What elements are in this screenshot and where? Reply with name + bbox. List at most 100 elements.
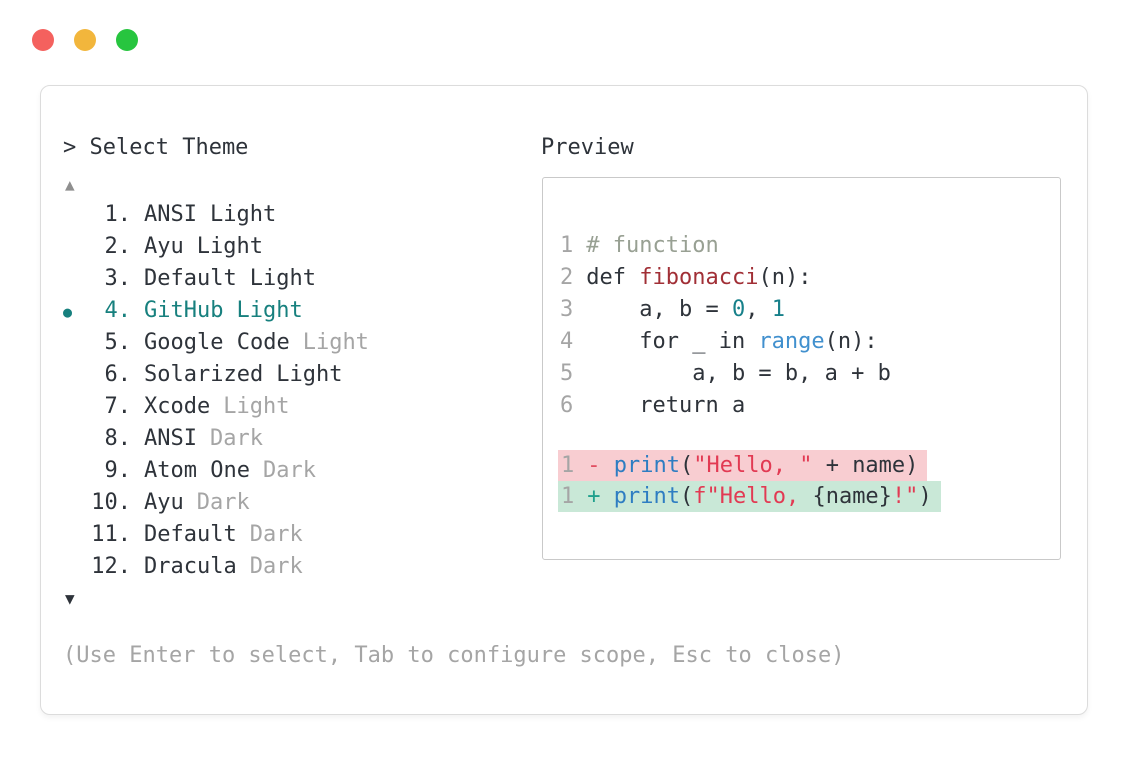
code-token: fibonacci <box>639 265 759 290</box>
code-token: ) <box>918 484 932 509</box>
code-line: 3 a, b = 0, 1 <box>560 294 1060 326</box>
theme-item-variant: Dark <box>262 458 316 483</box>
theme-list-item[interactable]: 6. Solarized Light <box>63 359 369 391</box>
line-number: 1 <box>560 233 574 258</box>
scroll-down-icon[interactable]: ▼ <box>65 589 75 608</box>
theme-item-name: ANSI <box>144 426 197 451</box>
theme-list-item[interactable]: 8. ANSI Dark <box>63 423 369 455</box>
theme-item-variant: Dark <box>209 426 263 451</box>
theme-item-number: 9. <box>104 458 132 483</box>
theme-item-variant: Dark <box>249 554 303 579</box>
theme-item-name: Ayu <box>144 234 184 259</box>
prompt-label: > Select Theme <box>63 135 249 160</box>
theme-list-item[interactable]: 1. ANSI Light <box>63 199 369 231</box>
theme-item-number: 3. <box>104 266 132 291</box>
theme-list-item[interactable]: 10. Ayu Dark <box>63 487 369 519</box>
code-token: # function <box>586 233 719 258</box>
code-token: for _ in <box>586 329 759 354</box>
theme-item-variant: Dark <box>249 522 303 547</box>
selected-item-bullet-icon: ● <box>63 303 73 321</box>
diff-sample: 1- print("Hello, " + name)1+ print(f"Hel… <box>543 450 1060 512</box>
code-token: "Hello, " <box>693 453 813 478</box>
theme-list-item[interactable]: 3. Default Light <box>63 263 369 295</box>
code-token: {name} <box>812 484 892 509</box>
theme-item-number: 8. <box>104 426 132 451</box>
code-token: !" <box>891 484 919 509</box>
code-line: 2 def fibonacci(n): <box>560 262 1060 294</box>
theme-item-number: 4. <box>104 298 132 323</box>
theme-item-number: 1. <box>104 202 132 227</box>
theme-item-number: 12. <box>91 554 131 579</box>
theme-item-number: 5. <box>104 330 132 355</box>
line-number: 2 <box>560 265 574 290</box>
code-token: (n): <box>758 265 812 290</box>
code-token: a, b = <box>586 297 732 322</box>
theme-item-variant: Dark <box>196 490 250 515</box>
theme-item-number: 6. <box>104 362 132 387</box>
theme-item-number: 11. <box>91 522 131 547</box>
theme-item-variant: Light <box>236 298 303 323</box>
diff-line-removed: 1- print("Hello, " + name) <box>558 450 928 481</box>
minimize-window-button[interactable] <box>74 29 96 51</box>
theme-list-item[interactable]: 9. Atom One Dark <box>63 455 369 487</box>
diff-line-added: 1+ print(f"Hello, {name}!") <box>558 481 941 512</box>
theme-item-name: Atom One <box>144 458 250 483</box>
code-line: 1 # function <box>560 230 1060 262</box>
window-controls <box>32 29 138 51</box>
theme-list-item[interactable]: 12. Dracula Dark <box>63 551 369 583</box>
code-token: , <box>745 297 772 322</box>
code-token: (n): <box>824 329 878 354</box>
theme-item-number: 7. <box>104 394 132 419</box>
help-text: (Use Enter to select, Tab to configure s… <box>63 643 845 668</box>
theme-item-variant: Light <box>276 362 343 387</box>
theme-item-name: Default <box>144 522 237 547</box>
scroll-up-icon[interactable]: ▲ <box>65 175 75 194</box>
code-token: 0 <box>731 297 746 322</box>
close-window-button[interactable] <box>32 29 54 51</box>
code-line: 6 return a <box>560 390 1060 422</box>
theme-item-variant: Light <box>302 330 369 355</box>
code-token: - <box>587 453 614 478</box>
theme-item-name: Xcode <box>144 394 211 419</box>
code-token: f"Hello, <box>693 484 813 509</box>
preview-title: Preview <box>541 135 634 160</box>
theme-item-number: 2. <box>104 234 132 259</box>
theme-item-name: ANSI <box>144 202 197 227</box>
code-token: print <box>613 453 680 478</box>
theme-item-name: Default <box>144 266 237 291</box>
theme-item-name: GitHub <box>144 298 224 323</box>
line-number: 3 <box>560 297 574 322</box>
line-number: 6 <box>560 393 574 418</box>
code-token: + name) <box>812 453 919 478</box>
theme-list-item[interactable]: 2. Ayu Light <box>63 231 369 263</box>
code-token: print <box>613 484 680 509</box>
code-token: 1 <box>771 297 785 322</box>
theme-item-variant: Light <box>209 202 277 227</box>
theme-item-variant: Light <box>196 234 263 259</box>
code-line: 5 a, b = b, a + b <box>560 358 1060 390</box>
theme-item-name: Dracula <box>144 554 237 579</box>
theme-item-name: Solarized <box>144 362 264 387</box>
theme-item-variant: Light <box>249 266 316 291</box>
code-line: 4 for _ in range(n): <box>560 326 1060 358</box>
code-token: return a <box>586 393 746 418</box>
theme-item-number: 10. <box>91 490 131 515</box>
zoom-window-button[interactable] <box>116 29 138 51</box>
code-token: a, b = b, a + b <box>586 361 891 386</box>
theme-list-item[interactable]: ● 4. GitHub Light <box>63 295 369 327</box>
theme-item-name: Ayu <box>144 490 184 515</box>
code-token: ( <box>679 484 694 509</box>
code-token: ( <box>679 453 694 478</box>
line-number: 4 <box>560 329 574 354</box>
theme-list-item[interactable]: 11. Default Dark <box>63 519 369 551</box>
code-token: def <box>586 265 640 290</box>
code-token: range <box>758 329 825 354</box>
line-number: 1 <box>561 453 575 478</box>
line-number: 5 <box>560 361 574 386</box>
